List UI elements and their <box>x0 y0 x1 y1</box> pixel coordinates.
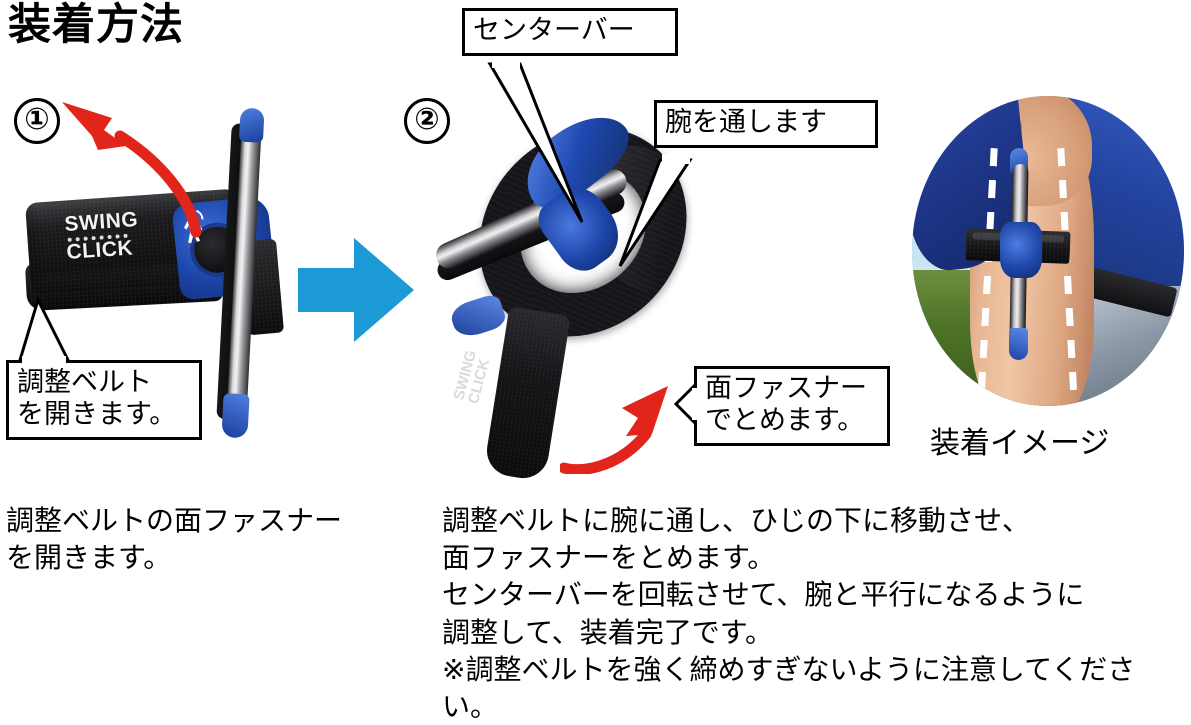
center-bar-bottom-tip <box>448 292 508 341</box>
worn-blue-mount <box>1000 222 1042 278</box>
callout-hook-loop: 面ファスナー でとめます。 <box>694 366 890 446</box>
step-1-description: 調整ベルトの面ファスナー を開きます。 <box>6 505 343 574</box>
red-curved-arrow-up-right-icon <box>560 386 668 474</box>
callout-pass-arm: 腕を通します <box>654 100 878 148</box>
transition-arrow-icon <box>298 238 414 342</box>
worn-device-tip-bottom <box>1009 328 1028 360</box>
wearing-image-caption: 装着イメージ <box>930 427 1110 460</box>
device-tip-top <box>238 107 265 143</box>
callout-center-bar: センターバー <box>462 8 678 56</box>
page-title: 装着方法 <box>8 1 184 49</box>
wearing-image-photo <box>912 96 1184 406</box>
device-tip-bottom <box>221 393 250 439</box>
step-1-marker: ① <box>14 98 60 144</box>
callout-adjust-belt: 調整ベルト を開きます。 <box>6 360 202 440</box>
center-bar-device <box>213 107 274 439</box>
golfer-silhouette-icon <box>184 209 204 244</box>
step-2-marker: ② <box>404 98 450 144</box>
step-2-description: 調整ベルトに腕に通し、ひじの下に移動させ、 面ファスナーをとめます。 センターバ… <box>442 505 1136 723</box>
swing-click-logo: SWING CLICK <box>64 205 213 279</box>
